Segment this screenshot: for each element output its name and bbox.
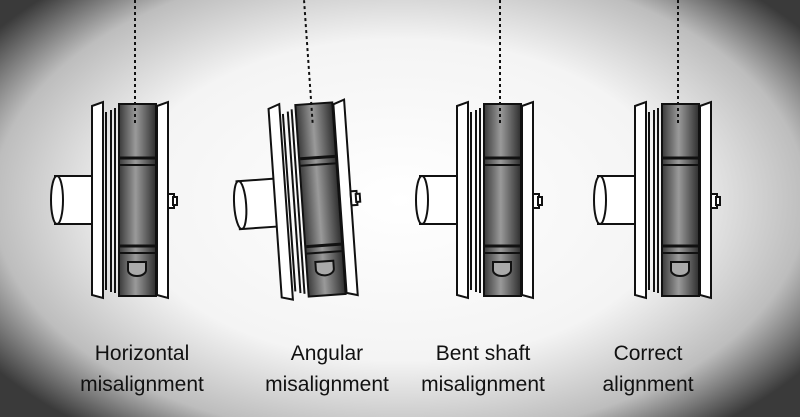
label-correct-alignment: Correct alignment	[558, 338, 738, 400]
label-line2: misalignment	[421, 373, 545, 396]
label-line1: Correct	[613, 342, 683, 365]
label-line2: alignment	[602, 373, 694, 396]
label-bent-shaft-misalignment: Bent shaft misalignment	[393, 338, 573, 400]
label-horizontal-misalignment: Horizontal misalignment	[52, 338, 232, 400]
label-line1: Bent shaft	[435, 342, 531, 365]
diagram-bent-shaft-misalignment	[414, 0, 544, 300]
label-line1: Horizontal	[94, 342, 190, 365]
label-line2: misalignment	[265, 373, 389, 396]
label-angular-misalignment: Angular misalignment	[237, 338, 417, 400]
label-line1: Angular	[290, 342, 364, 365]
label-line2: misalignment	[80, 373, 204, 396]
diagram-horizontal-misalignment	[49, 0, 179, 300]
diagram-angular-misalignment	[218, 0, 369, 305]
diagram-correct-alignment	[592, 0, 722, 300]
